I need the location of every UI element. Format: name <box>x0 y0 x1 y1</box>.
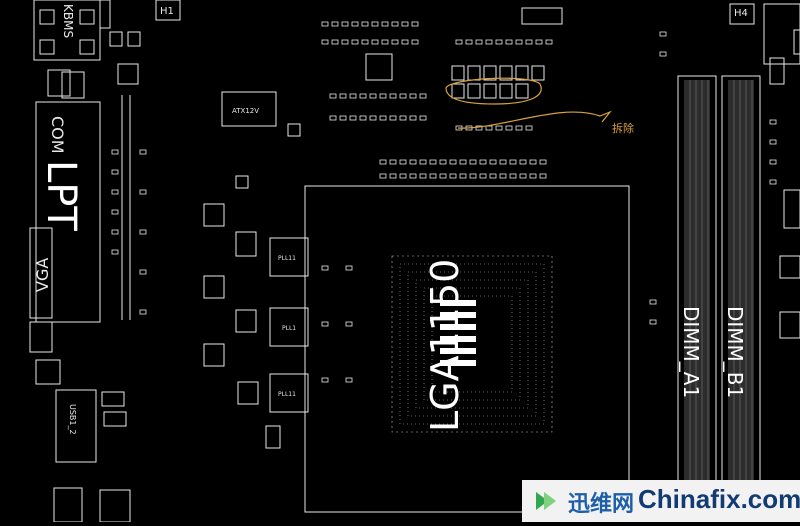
choke-2 <box>269 307 309 347</box>
lpt-label: LPT <box>38 160 84 231</box>
atx12v-label: ATX12V <box>232 107 259 115</box>
atx12v-connector <box>221 91 277 127</box>
dimm-slot-hatching <box>684 80 754 518</box>
highlight-loop <box>445 77 542 105</box>
remove-note-label: 拆除 <box>612 121 634 135</box>
annotation-arrow <box>457 110 612 129</box>
choke-3-label: PLL11 <box>278 391 296 398</box>
watermark-cn-text: 迅维网 <box>568 492 635 517</box>
h1-mount <box>155 0 181 21</box>
com-lpt-connector <box>35 101 101 323</box>
choke-2-label: PLL1 <box>282 325 296 332</box>
h4-mount <box>729 3 755 25</box>
chinafix-logo-icon <box>536 492 556 510</box>
pad-array-top <box>451 65 545 99</box>
kbms-connector <box>33 0 101 61</box>
choke-3 <box>269 373 309 413</box>
watermark-banner: 迅维网 Chinafix.com <box>522 480 800 522</box>
vga-label: VGA <box>33 258 52 292</box>
cpu-pad-field <box>391 255 553 433</box>
cpu-socket-label: LGA1150 <box>423 259 467 432</box>
h4-label: H4 <box>734 8 748 19</box>
usb-label: USB1_2 <box>68 404 77 435</box>
watermark-en-text: Chinafix.com <box>638 484 800 514</box>
dimm-a1-label: DIMM_A1 <box>679 306 703 398</box>
usb-connector <box>55 389 97 463</box>
com-label: COM <box>48 116 67 154</box>
choke-1-label: PLL11 <box>278 255 296 262</box>
choke-1 <box>269 237 309 277</box>
cpu-socket-outline <box>304 185 630 513</box>
kbms-label: KBMS <box>61 4 75 38</box>
h1-label: H1 <box>160 6 174 17</box>
dimm-b1-label: DIMM_B1 <box>723 306 747 398</box>
